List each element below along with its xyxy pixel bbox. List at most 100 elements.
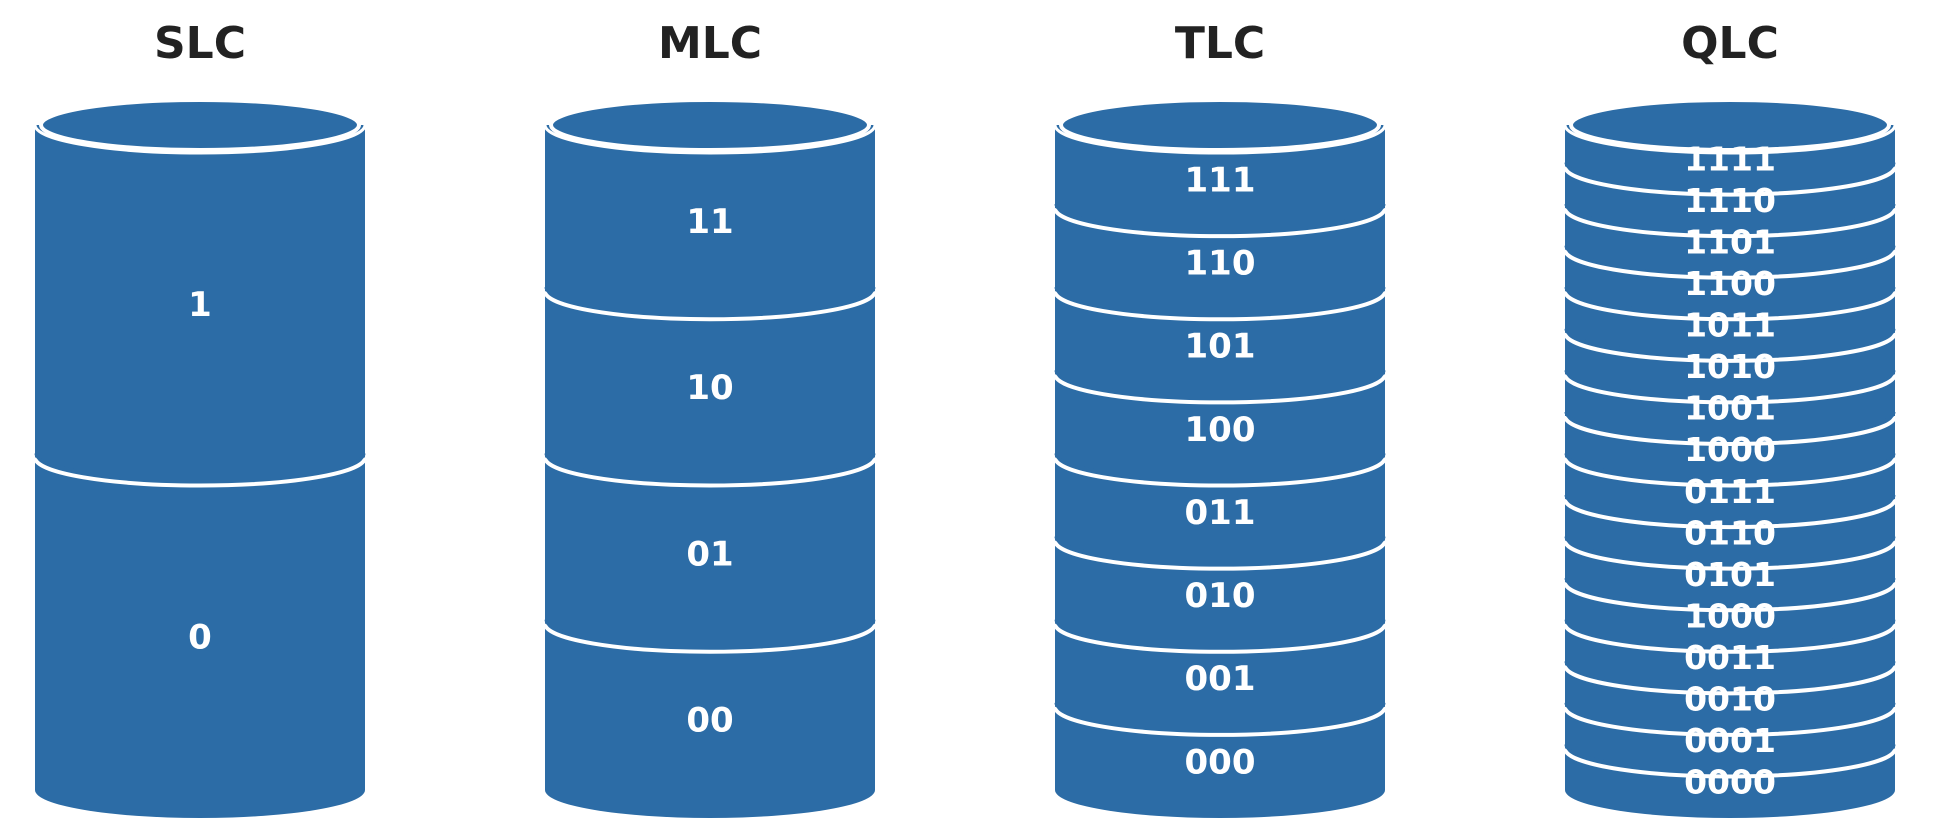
level-separator [1053,623,1387,654]
level-separator-shadow [34,453,366,481]
level-label-qlc: 0101 [1684,555,1776,594]
level-separator [1563,540,1897,571]
level-label-tlc: 101 [1185,327,1256,367]
level-label-qlc: 1111 [1684,139,1776,178]
cylinder-top-cap-qlc [1569,98,1891,152]
column-title-qlc: QLC [1681,18,1779,69]
level-label-qlc: 1001 [1684,389,1776,428]
level-label-slc: 1 [188,285,212,325]
level-separator-shadow [1054,453,1386,481]
cylinder-top-rim-tlc [1053,124,1387,155]
column-title-slc: SLC [154,18,246,69]
level-separator [1563,457,1897,488]
level-separator-shadow [1054,287,1386,315]
level-separator [1563,706,1897,737]
level-separator-shadow [1054,619,1386,648]
cylinder-top-cap-tlc [1059,98,1381,152]
cylinder-top-rim-qlc [1563,124,1897,155]
level-separator [543,290,877,322]
level-label-qlc: 1100 [1684,264,1776,303]
column-title-mlc: MLC [658,18,762,69]
level-separator-shadow [1564,245,1896,274]
level-separator-shadow [1564,370,1896,398]
level-separator [1563,290,1897,322]
level-label-qlc: 1011 [1684,306,1776,345]
level-label-mlc: 11 [686,202,733,242]
level-separator [1053,374,1387,405]
level-separator [543,457,877,488]
level-separator [33,457,367,488]
cylinder-top-rim-mlc [543,124,877,155]
level-label-qlc: 1010 [1684,347,1776,386]
level-label-tlc: 110 [1185,244,1256,284]
level-label-tlc: 100 [1185,410,1256,450]
level-label-tlc: 011 [1185,493,1256,533]
cylinder-mlc: 11 10 01 00 [543,98,877,818]
cylinder-body-mlc [545,125,875,818]
level-separator [1053,290,1387,322]
level-label-qlc: 0001 [1684,721,1776,760]
level-separator [1563,415,1897,446]
level-label-qlc: 0010 [1684,680,1776,719]
level-separator [1563,665,1897,696]
level-label-qlc: 1101 [1684,222,1776,261]
level-separator-shadow [1564,411,1896,440]
level-label-mlc: 00 [686,701,733,741]
cylinder-body-tlc [1055,125,1385,818]
level-separator [1563,166,1897,197]
level-separator-shadow [1054,203,1386,232]
cell-column-qlc: QLC 111111101101110010111010100110000111… [1563,18,1897,818]
level-separator-shadow [1564,536,1896,565]
level-separator-shadow [1564,328,1896,357]
level-separator-shadow [1564,744,1896,772]
level-label-mlc: 01 [686,534,733,574]
level-label-qlc: 0011 [1684,638,1776,677]
level-separator [1563,332,1897,363]
level-separator-shadow [1564,494,1896,523]
level-separator [1053,207,1387,239]
cylinder-tlc: 111 110 101 100 011 010 001 000 [1053,98,1387,818]
level-label-qlc: 1000 [1684,430,1776,469]
level-label-tlc: 000 [1185,742,1256,782]
level-separator [543,623,877,654]
level-separator [1563,623,1897,654]
level-separator-shadow [544,453,876,481]
cylinder-top-cap-mlc [549,98,871,152]
level-separator [1563,581,1897,613]
level-label-qlc: 0111 [1684,472,1776,511]
level-separator-shadow [1564,661,1896,689]
level-separator-shadow [1564,453,1896,481]
level-separator [1563,374,1897,405]
level-label-tlc: 111 [1185,160,1256,200]
level-label-slc: 0 [188,618,212,658]
level-separator [1053,706,1387,737]
level-label-qlc: 0000 [1684,763,1776,802]
level-separator-shadow [1564,287,1896,315]
level-separator-shadow [1564,702,1896,731]
level-label-qlc: 1110 [1684,181,1776,220]
level-label-qlc: 1000 [1684,596,1776,635]
level-label-tlc: 010 [1185,576,1256,616]
level-separator-shadow [544,619,876,648]
cylinder-body-slc [35,125,365,818]
level-separator [1563,748,1897,779]
level-separator [1563,207,1897,239]
level-separator-shadow [1564,162,1896,191]
cylinder-qlc: 1111111011011100101110101001100001110110… [1563,98,1897,818]
level-label-qlc: 0110 [1684,513,1776,552]
level-label-mlc: 10 [686,368,733,408]
level-label-tlc: 001 [1185,659,1256,699]
level-separator-shadow [1564,203,1896,232]
level-separator [1563,498,1897,530]
cell-column-mlc: MLC 11 10 01 00 [543,18,877,818]
level-separator-shadow [1054,370,1386,398]
level-separator-shadow [1564,619,1896,648]
cylinder-slc: 10 [33,98,367,818]
column-title-tlc: TLC [1175,18,1265,69]
level-separator [1053,457,1387,488]
level-separator-shadow [544,287,876,315]
level-separator-shadow [1054,536,1386,565]
cylinder-top-cap-slc [39,98,361,152]
cell-column-tlc: TLC 111 110 101 100 011 010 001 000 [1053,18,1387,818]
